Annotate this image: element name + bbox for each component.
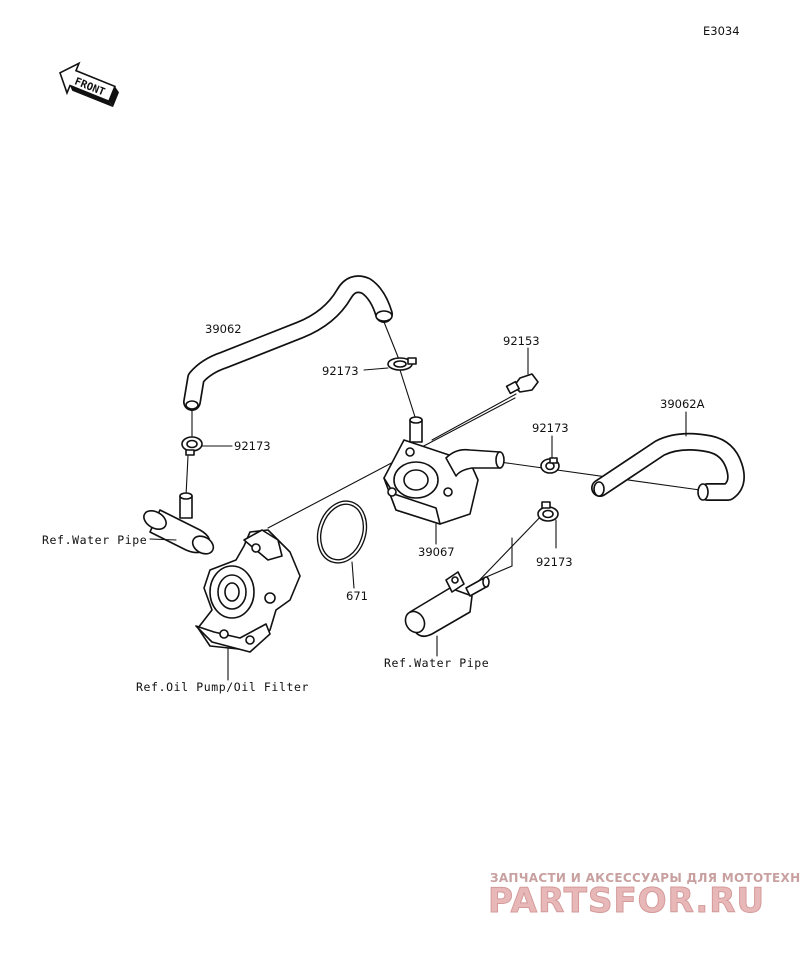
o-ring-671 (316, 500, 368, 564)
label-clamp-right-lower: 92173 (536, 555, 573, 569)
water-pipe-left (143, 492, 215, 555)
hose-39062 (183, 275, 393, 411)
diagram-code: E3034 (703, 24, 740, 38)
label-clamp-left: 92173 (234, 439, 271, 453)
label-ref-oil-pump-filter: Ref.Oil Pump/Oil Filter (136, 680, 309, 694)
water-pipe-lower (404, 571, 490, 638)
label-ref-water-pipe-left: Ref.Water Pipe (42, 533, 147, 547)
clamp-left (181, 436, 203, 456)
clamp-right-lower (537, 501, 559, 522)
label-hose-39062: 39062 (205, 322, 242, 336)
watermark-tagline: ЗАПЧАСТИ И АКСЕССУАРЫ ДЛЯ МОТОТЕХНИКИ (490, 871, 800, 885)
watermark: ЗАПЧАСТИ И АКСЕССУАРЫ ДЛЯ МОТОТЕХНИКИ PA… (488, 871, 800, 922)
label-clamp-upper: 92173 (322, 364, 359, 378)
label-oil-cooler-39067: 39067 (418, 545, 455, 559)
clamp-upper (387, 357, 417, 371)
label-bolt-92153: 92153 (503, 334, 540, 348)
label-clamp-right-upper: 92173 (532, 421, 569, 435)
oil-pump-housing (195, 529, 301, 653)
oil-cooler-39067 (383, 416, 505, 525)
front-arrow-icon: FRONT (59, 61, 119, 108)
clamp-right-upper (540, 457, 560, 474)
label-ref-water-pipe-lower: Ref.Water Pipe (384, 656, 489, 670)
watermark-brand: PARTSFOR.RU (488, 881, 765, 921)
bolt-92153 (505, 373, 539, 395)
label-hose-39062A: 39062A (660, 397, 705, 411)
hose-39062A (591, 432, 745, 501)
label-o-ring-671: 671 (346, 589, 368, 603)
